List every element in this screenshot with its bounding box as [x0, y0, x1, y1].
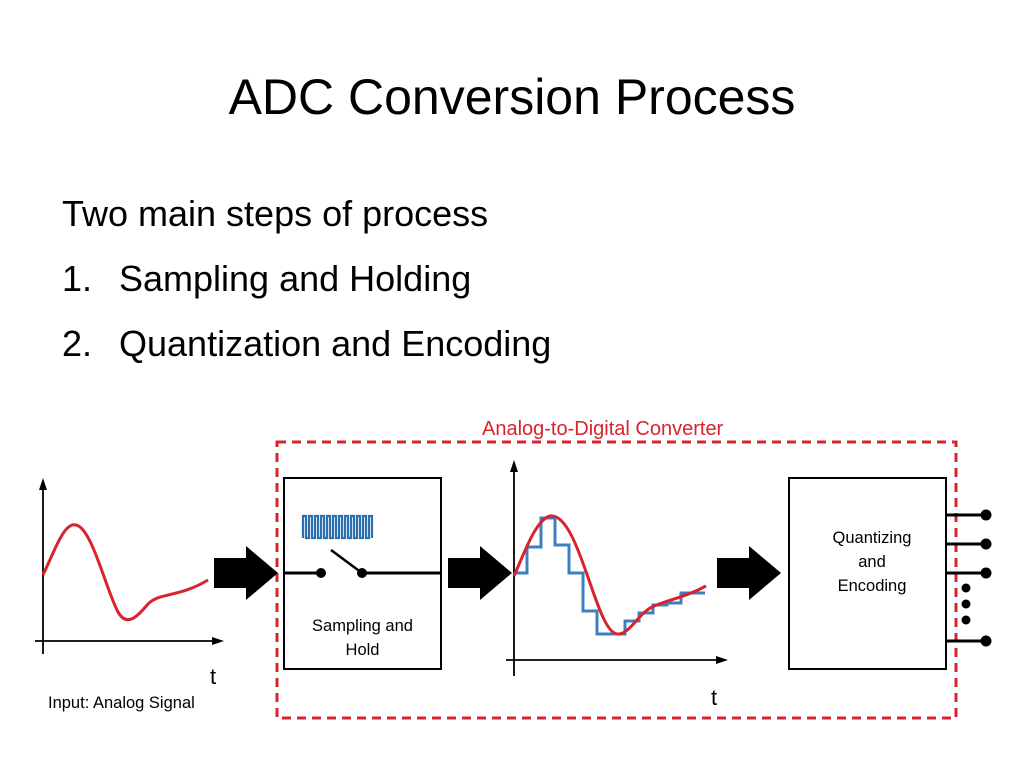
step-number: 1. — [62, 258, 93, 299]
analog-overlay — [512, 514, 707, 636]
sampled-signal-plot — [506, 460, 728, 676]
arrow-right-icon — [717, 546, 781, 600]
clock-pulse-icon — [301, 514, 374, 540]
step-item-1: 1. Sampling and Holding — [62, 253, 551, 318]
input-caption: Input: Analog Signal — [48, 694, 195, 712]
intro-line: Two main steps of process — [62, 193, 489, 234]
x-axis-arrow-icon — [212, 637, 224, 645]
label-line: Sampling and — [312, 617, 413, 635]
analog-waveform — [41, 523, 209, 622]
label-line: Encoding — [837, 577, 907, 595]
output-pin-icon — [980, 509, 992, 521]
step-text: Quantization and Encoding — [119, 323, 552, 364]
sampled-time-axis-label: t — [711, 685, 718, 710]
digital-outputs — [946, 509, 992, 647]
ellipsis-dot — [961, 599, 971, 609]
step-number: 2. — [62, 323, 93, 364]
y-axis-arrow-icon — [510, 460, 518, 472]
label-line: Quantizing — [832, 529, 912, 547]
converter-label: Analog-to-Digital Converter — [482, 418, 724, 440]
sample-hold-label: Sampling and Hold — [284, 614, 441, 662]
output-pin-icon — [980, 635, 992, 647]
x-axis-arrow-icon — [716, 656, 728, 664]
sample-hold-block — [283, 477, 442, 670]
input-time-axis-label: t — [210, 664, 217, 689]
slide-title: ADC Conversion Process — [228, 69, 796, 125]
step-item-2: 2. Quantization and Encoding — [62, 318, 551, 383]
arrow-right-icon — [448, 546, 512, 600]
converter-boundary — [275, 440, 958, 720]
label-line: and — [858, 553, 886, 571]
output-pin-icon — [980, 567, 992, 579]
label-line: Hold — [345, 641, 380, 659]
quantizer-label: Quantizing and Encoding — [789, 526, 955, 598]
step-text: Sampling and Holding — [119, 258, 472, 299]
y-axis-arrow-icon — [39, 478, 47, 490]
step-list: Two main steps of process 1. Sampling and… — [62, 188, 551, 383]
switch-icon — [284, 548, 441, 578]
quantizer-box — [788, 477, 947, 670]
ellipsis-dot — [961, 615, 971, 625]
arrow-right-icon — [214, 546, 278, 600]
sampled-staircase — [514, 516, 705, 636]
input-signal-plot — [35, 478, 224, 654]
ellipsis-dot — [961, 583, 971, 593]
output-pin-icon — [980, 538, 992, 550]
